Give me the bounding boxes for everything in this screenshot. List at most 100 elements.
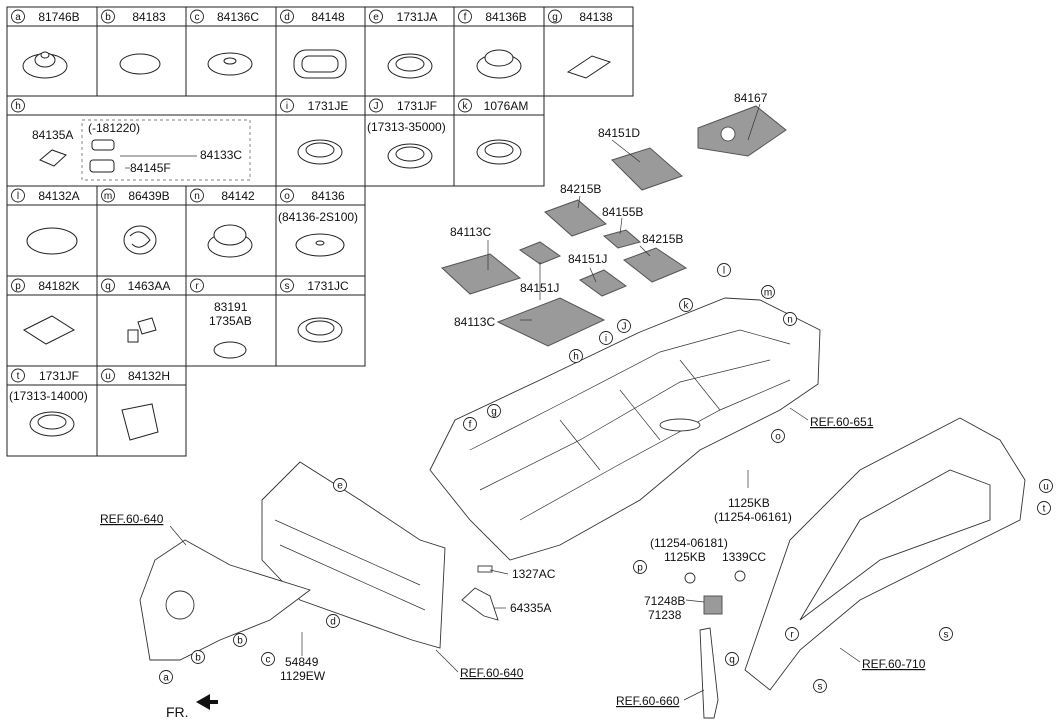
grid-part-drawings [22, 49, 612, 441]
cell-part-number: 1731JE [308, 99, 349, 113]
cell-letter: p [15, 281, 21, 292]
floor-pads [441, 105, 787, 347]
cell-part-number: 1731JF [397, 99, 437, 113]
cell-letter: J [374, 101, 379, 112]
cell-letter-circle [280, 98, 294, 113]
ref-60-640-b: REF.60-640 [460, 666, 524, 680]
cell-letter-circle [280, 9, 294, 24]
pad-84151D [611, 147, 683, 191]
cell-letter: u [105, 371, 111, 382]
cell-letter-circle [101, 9, 115, 24]
cell-part-number: 84142 [221, 189, 255, 203]
marker-circle [717, 263, 731, 277]
body-marker-f: f [463, 417, 477, 431]
callout-11254-06181: (11254-06181) [650, 536, 728, 550]
body-marker-t: t [1037, 501, 1051, 515]
cell-letter-circle [101, 368, 115, 383]
marker-circle [159, 670, 173, 684]
cell-part-number: 84132H [128, 369, 170, 383]
cell-part-number: 86439B [128, 189, 169, 203]
body-marker-g: g [487, 404, 501, 418]
marker-letter: c [266, 655, 271, 666]
callout-1129EW: 1129EW [280, 669, 326, 683]
marker-letter: t [1043, 504, 1046, 515]
floor-assembly [429, 297, 821, 561]
pad-84215B-a [544, 199, 607, 237]
callout-11254-06161: (11254-06161) [714, 510, 792, 524]
cell-letter: m [104, 191, 112, 202]
cell-letter-circle [11, 9, 25, 24]
cell-letter-circle [280, 188, 294, 203]
marker-circle [191, 650, 205, 664]
body-marker-o: o [771, 429, 785, 443]
marker-letter: l [723, 266, 725, 277]
marker-circle [487, 404, 501, 418]
cell-part-number: 84132A [38, 189, 79, 203]
note-r-2: 1735AB [209, 314, 252, 328]
marker-letter: b [237, 636, 243, 647]
marker-circle [771, 429, 785, 443]
body-marker-b: b [233, 633, 247, 647]
callout-84151J-a: 84151J [568, 252, 607, 266]
cell-letter: d [284, 12, 290, 23]
body-marker-p: p [633, 560, 647, 574]
callout-84151D: 84151D [598, 126, 640, 140]
marker-letter: d [330, 617, 336, 628]
body-marker-e: e [333, 478, 347, 492]
cell-letter-circle [190, 278, 204, 293]
marker-circle [939, 627, 953, 641]
marker-letter: s [818, 682, 823, 693]
ref-60-710: REF.60-710 [862, 657, 926, 671]
cell-part-number: 84138 [579, 10, 613, 24]
body-marker-s2: s [813, 679, 827, 693]
cell-part-number: 1731JA [397, 10, 438, 24]
cell-letter: h [15, 101, 21, 112]
cell-letter-circle [11, 98, 25, 113]
callout-84215B-a: 84215B [560, 182, 601, 196]
ref-60-651: REF.60-651 [810, 415, 874, 429]
body-marker-i: i [599, 331, 613, 345]
cell-letter-circle [458, 98, 472, 113]
marker-letter: q [729, 655, 735, 666]
body-marker-h: h [569, 349, 583, 363]
callout-84113C-a: 84113C [450, 225, 491, 239]
marker-letter: u [1043, 482, 1049, 493]
body-marker-r: r [785, 627, 799, 641]
note-h-date: (-181220) [88, 121, 140, 135]
marker-letter: r [790, 630, 794, 641]
cell-letter-circle [101, 188, 115, 203]
cell-letter: k [463, 101, 469, 112]
cell-letter: g [552, 12, 558, 23]
cell-part-number: 84136C [217, 10, 259, 24]
marker-circle [617, 319, 631, 333]
callout-54849: 54849 [285, 655, 319, 669]
grid-cell-r-header: r [190, 278, 204, 293]
cell-letter-circle [190, 9, 204, 24]
callout-84167: 84167 [734, 91, 768, 105]
pad-84113C-b [496, 297, 606, 347]
small-parts [196, 470, 749, 710]
cell-letter: l [17, 191, 19, 202]
cell-letter-circle [11, 278, 25, 293]
marker-letter: h [573, 352, 579, 363]
marker-circle [599, 331, 613, 345]
note-r-1: 83191 [214, 300, 248, 314]
marker-circle [761, 285, 775, 299]
cell-letter: q [105, 281, 111, 292]
marker-circle [783, 312, 797, 326]
marker-letter: f [469, 420, 472, 431]
grid-cell-u-header: u 84132H [101, 368, 170, 383]
marker-letter: g [491, 407, 497, 418]
marker-circle [785, 627, 799, 641]
grid-cell-g-header: g 84138 [548, 9, 613, 24]
